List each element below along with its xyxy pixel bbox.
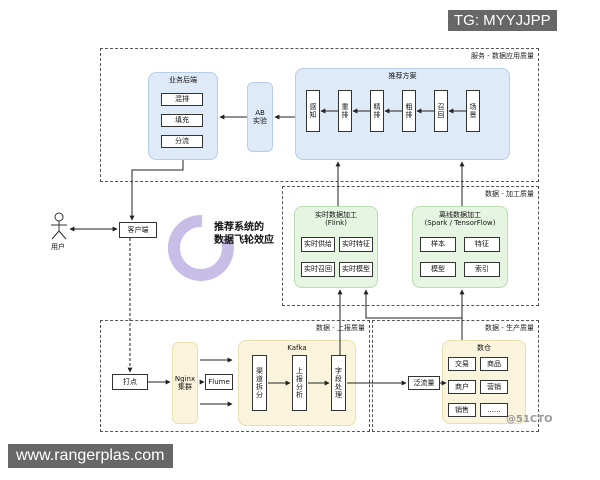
production-quality-zone: 数据 - 生产质量 xyxy=(372,320,539,432)
ab-experiment-box: AB 实验 xyxy=(247,82,273,152)
backend-item-fill: 填充 xyxy=(161,114,203,127)
stage-recall: 召回 xyxy=(434,90,448,132)
realtime-supply: 实时供给 xyxy=(301,237,335,252)
report-quality-zone: 数据 - 上报质量 xyxy=(100,320,370,432)
service-quality-zone: 服务 - 数据应用质量 xyxy=(100,48,539,182)
site-watermark: www.rangerplas.com xyxy=(8,444,173,468)
production-zone-label: 数据 - 生产质量 xyxy=(485,324,534,332)
ab-experiment-label: AB 实验 xyxy=(253,108,267,125)
client-box: 客户端 xyxy=(119,222,157,238)
realtime-processing-title: 实时数据加工 (Flink) xyxy=(315,211,357,228)
flywheel-ring-icon xyxy=(167,214,234,281)
warehouse-goods: 商品 xyxy=(480,357,508,371)
tracking-box: 打点 xyxy=(112,374,148,390)
offline-feature: 特征 xyxy=(464,237,500,252)
nginx-cluster-box: Nginx 集群 xyxy=(172,342,198,424)
warehouse-merchant: 商户 xyxy=(448,380,476,394)
stage-perception: 感知 xyxy=(306,90,320,132)
process-zone-label: 数据 - 加工质量 xyxy=(485,190,534,198)
nginx-cluster-label: Nginx 集群 xyxy=(174,374,196,391)
stream-traffic-box: 泛流量 xyxy=(408,376,440,390)
user-label: 用户 xyxy=(51,243,65,251)
offline-model: 模型 xyxy=(420,262,456,277)
kafka-channel-split: 渠道拆分 xyxy=(252,355,267,411)
kafka-title: Kafka xyxy=(287,344,307,352)
realtime-recall: 实时召回 xyxy=(301,262,335,277)
kafka-report-analysis: 上报分析 xyxy=(292,355,307,411)
kafka-field-processing: 字段处理 xyxy=(331,355,346,411)
warehouse-title: 数仓 xyxy=(477,344,491,352)
report-zone-label: 数据 - 上报质量 xyxy=(316,324,365,332)
backend-item-split: 分流 xyxy=(161,135,203,148)
recommend-scheme-title: 推荐方案 xyxy=(388,72,417,80)
backend-item-mix: 混排 xyxy=(161,93,203,106)
warehouse-trade: 交易 xyxy=(448,357,476,371)
warehouse-sales: 销售 xyxy=(448,403,476,417)
stage-fine-rank: 精排 xyxy=(370,90,384,132)
stage-coarse-rank: 粗排 xyxy=(402,90,416,132)
flywheel-caption: 推荐系统的 数据飞轮效应 xyxy=(214,222,274,246)
stage-scene: 场景 xyxy=(466,90,480,132)
tg-watermark: TG: MYYJJPP xyxy=(448,10,557,31)
flume-box: Flume xyxy=(205,374,233,390)
service-zone-label: 服务 - 数据应用质量 xyxy=(471,52,534,60)
warehouse-marketing: 营销 xyxy=(480,380,508,394)
offline-index: 索引 xyxy=(464,262,500,277)
process-quality-zone: 数据 - 加工质量 xyxy=(282,186,539,306)
realtime-feature: 实时特征 xyxy=(339,237,373,252)
offline-processing-title: 离线数据加工 (Spark / TensorFlow) xyxy=(424,211,496,228)
business-backend-title: 业务后端 xyxy=(169,76,197,84)
warehouse-more: ...... xyxy=(480,403,508,417)
stage-rerank: 重排 xyxy=(338,90,352,132)
realtime-model: 实时模型 xyxy=(339,262,373,277)
user-icon xyxy=(51,212,67,240)
cto-watermark: @51CTO xyxy=(506,414,553,425)
offline-sample: 样本 xyxy=(420,237,456,252)
